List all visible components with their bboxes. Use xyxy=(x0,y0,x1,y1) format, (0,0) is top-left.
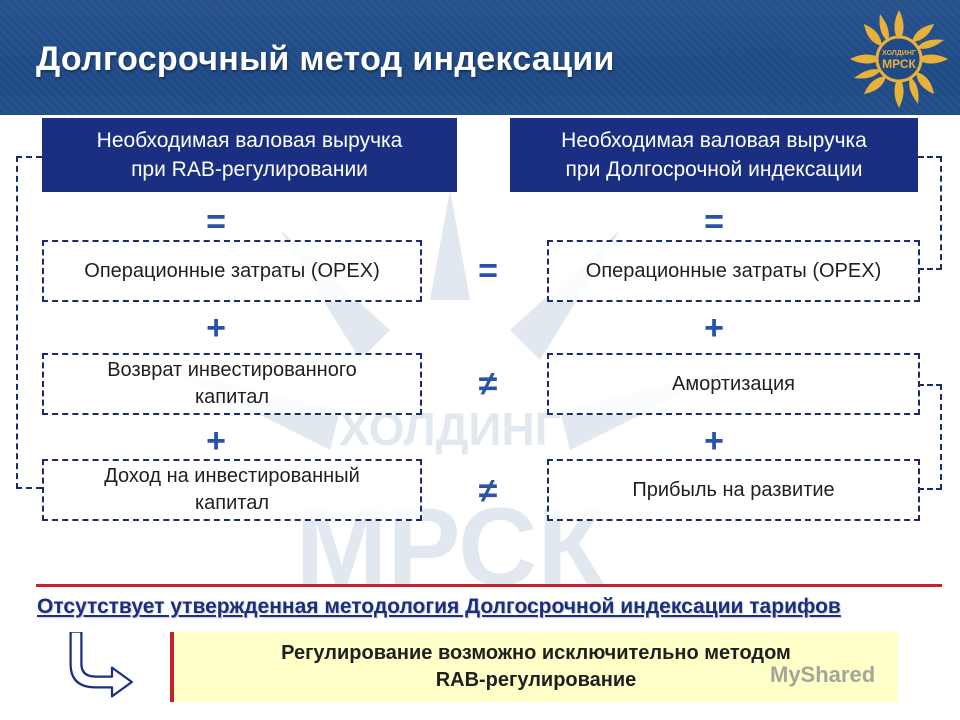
right-header-line1: Необходимая валовая выручка xyxy=(561,129,867,152)
holding-mrsk-logo-icon: ХОЛДИНГ МРСК xyxy=(850,10,948,108)
right-plus-sign-2: + xyxy=(704,422,724,460)
right-development-profit-label: Прибыль на развитие xyxy=(632,478,835,501)
left-plus-sign-1: + xyxy=(206,309,226,347)
right-plus-sign-1: + xyxy=(704,309,724,347)
middle-equals-sign: = xyxy=(478,252,498,290)
left-header-line2: при RAB-регулировании xyxy=(131,158,368,181)
right-bracket-lower xyxy=(918,384,942,490)
left-capital-return-line1: Возврат инвестированного xyxy=(107,359,357,381)
left-opex-label: Операционные затраты (OPEX) xyxy=(84,259,380,282)
left-opex-box: Операционные затраты (OPEX) xyxy=(42,240,422,302)
left-header-line1: Необходимая валовая выручка xyxy=(96,129,403,152)
methodology-note: Отсутствует утвержденная методология Дол… xyxy=(37,595,841,618)
middle-not-equal-sign-1: ≠ xyxy=(478,365,498,403)
left-capital-income-line1: Доход на инвестированный xyxy=(104,465,360,487)
left-equals-sign: = xyxy=(206,203,226,241)
middle-not-equal-sign-2: ≠ xyxy=(478,472,498,510)
myshared-watermark: MyShared xyxy=(770,662,876,687)
page-title: Долгосрочный метод индексации xyxy=(36,40,615,78)
result-line1: Регулирование возможно исключительно мет… xyxy=(281,642,791,664)
left-capital-return-box: Возврат инвестированного капитал xyxy=(42,353,422,415)
left-capital-return-line2: капитал xyxy=(194,386,270,408)
left-column-header: Необходимая валовая выручка при RAB-регу… xyxy=(42,118,457,192)
right-opex-label: Операционные затраты (OPEX) xyxy=(585,259,882,282)
header-texture xyxy=(0,0,960,115)
result-line2: RAB-регулирование xyxy=(435,669,637,691)
red-divider xyxy=(36,584,942,587)
right-bracket-upper xyxy=(918,156,942,270)
right-amortization-label: Амортизация xyxy=(672,372,795,395)
curved-arrow-icon xyxy=(69,632,133,698)
right-column-header: Необходимая валовая выручка при Долгосро… xyxy=(510,118,918,192)
right-header-line2: при Долгосрочной индексации xyxy=(565,158,863,181)
left-capital-income-line2: капитал xyxy=(194,492,270,514)
logo-text-top: ХОЛДИНГ xyxy=(882,50,916,57)
logo-text-main: МРСК xyxy=(882,57,916,71)
left-capital-income-box: Доход на инвестированный капитал xyxy=(42,459,422,521)
right-amortization-box: Амортизация xyxy=(547,353,920,415)
right-opex-box: Операционные затраты (OPEX) xyxy=(547,240,920,302)
left-bracket xyxy=(16,156,42,489)
right-equals-sign: = xyxy=(704,203,724,241)
result-box: Регулирование возможно исключительно мет… xyxy=(170,632,898,702)
left-plus-sign-2: + xyxy=(206,422,226,460)
header-banner: Долгосрочный метод индексации ХОЛДИНГ МР… xyxy=(0,0,960,115)
right-development-profit-box: Прибыль на развитие xyxy=(547,459,920,521)
